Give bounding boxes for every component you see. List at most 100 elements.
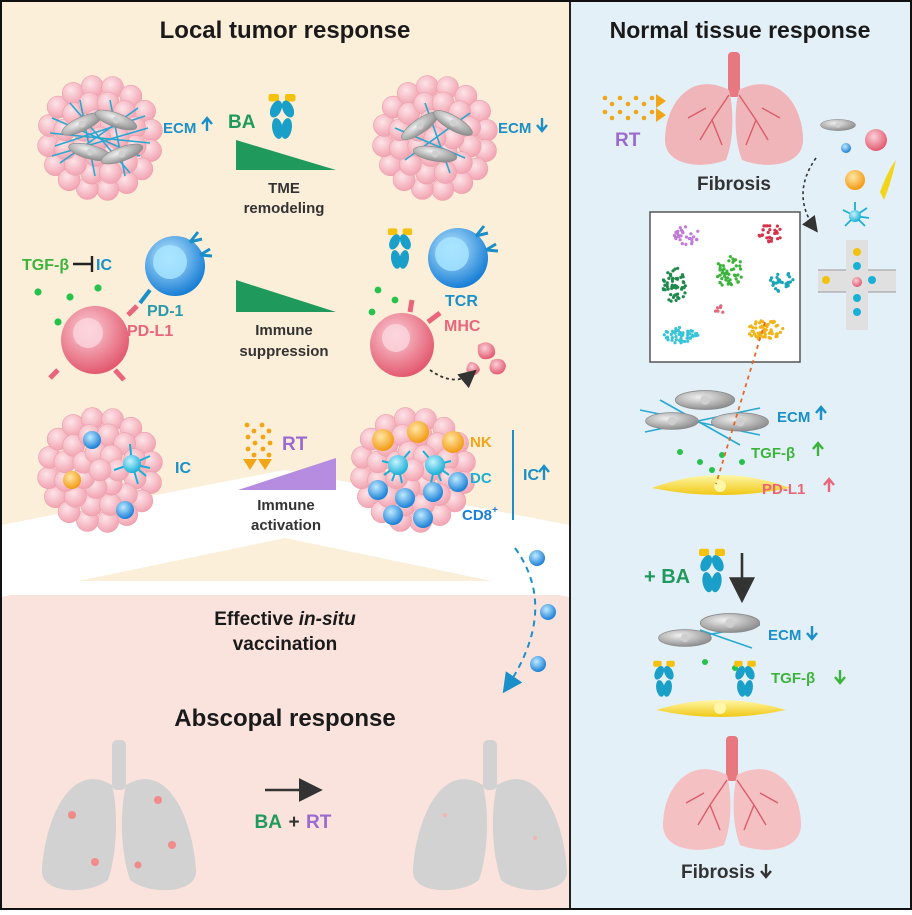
cluster-point bbox=[762, 224, 766, 228]
rt-right-label: RT bbox=[615, 130, 641, 151]
cluster-point bbox=[676, 285, 680, 289]
fibrotic-lung-icon bbox=[665, 52, 803, 165]
cluster-point bbox=[776, 278, 780, 282]
cluster-point bbox=[728, 255, 732, 259]
cluster-point bbox=[677, 332, 682, 336]
cluster-point bbox=[768, 228, 772, 232]
cluster-point bbox=[684, 235, 689, 239]
cluster-point bbox=[773, 228, 777, 232]
cluster-point bbox=[678, 325, 682, 330]
lung-cleared-icon bbox=[412, 740, 568, 891]
cluster-point bbox=[791, 278, 795, 282]
cluster-point bbox=[673, 329, 678, 333]
cluster-point bbox=[677, 296, 681, 300]
plus-ba-label: + BA bbox=[644, 566, 690, 588]
inhibition-icon bbox=[73, 256, 94, 272]
cluster-point bbox=[750, 329, 754, 333]
cluster-point bbox=[775, 231, 779, 235]
immune-label-row2: Immune bbox=[255, 322, 313, 339]
cluster-point bbox=[780, 280, 784, 285]
cluster-point bbox=[739, 267, 743, 271]
cluster-point bbox=[674, 237, 678, 241]
fibroblasts-ecm-icon bbox=[639, 389, 770, 446]
migrating-cell-2 bbox=[540, 604, 556, 620]
cluster-point bbox=[772, 282, 776, 286]
cluster-point bbox=[681, 280, 685, 284]
cluster-point bbox=[726, 276, 730, 280]
immune-label-row3: Immune bbox=[257, 497, 315, 514]
cluster-point bbox=[769, 320, 773, 324]
arrow-down-icon-3 bbox=[834, 670, 846, 685]
cluster-point bbox=[666, 287, 670, 291]
cluster-point bbox=[684, 242, 688, 246]
cluster-point bbox=[718, 263, 722, 267]
cluster-point bbox=[692, 235, 696, 239]
ic-label-row2: IC bbox=[96, 257, 112, 274]
cluster-point bbox=[766, 230, 770, 235]
cluster-point bbox=[672, 294, 676, 298]
epithelial-nucleus-2 bbox=[714, 702, 726, 714]
cluster-point bbox=[781, 327, 785, 331]
cluster-point bbox=[773, 231, 777, 236]
cluster-point bbox=[720, 271, 724, 275]
lung-metastases-icon bbox=[41, 740, 197, 891]
abscopal-title: Abscopal response bbox=[174, 705, 395, 732]
cluster-point bbox=[666, 271, 670, 275]
cluster-point bbox=[763, 330, 767, 334]
pd1-receptor-icon bbox=[138, 288, 152, 305]
arrow-up-icon-2 bbox=[538, 464, 550, 480]
cluster-point bbox=[678, 226, 682, 230]
nk-label: NK bbox=[470, 434, 492, 451]
cluster-point bbox=[770, 236, 774, 241]
migrating-cell-1 bbox=[529, 550, 545, 566]
cluster-point bbox=[720, 277, 724, 281]
cluster-point bbox=[696, 229, 700, 233]
cluster-point bbox=[734, 264, 738, 268]
cluster-point bbox=[716, 275, 720, 279]
cluster-point bbox=[788, 275, 792, 279]
cluster-point bbox=[684, 225, 688, 229]
epithelial-cell-icon bbox=[865, 129, 887, 151]
cluster-point bbox=[736, 273, 740, 277]
migration-arrow bbox=[502, 547, 537, 694]
cluster-point bbox=[665, 283, 669, 287]
cd8-label: CD8+ bbox=[462, 505, 498, 524]
cluster-point bbox=[673, 267, 677, 271]
cluster-point bbox=[674, 338, 679, 342]
flow-channel-icon bbox=[818, 240, 896, 330]
cluster-point bbox=[674, 298, 678, 302]
cluster-point bbox=[666, 338, 670, 342]
cluster-point bbox=[757, 334, 761, 338]
cluster-point bbox=[767, 240, 771, 244]
ecm-up-right-label: ECM bbox=[777, 409, 810, 426]
suppression-label: suppression bbox=[239, 343, 328, 360]
cluster-point bbox=[680, 242, 684, 246]
arrow-up-icon-4 bbox=[812, 441, 824, 456]
cluster-point bbox=[661, 287, 665, 291]
cluster-point bbox=[775, 275, 779, 280]
remodeling-label: remodeling bbox=[244, 200, 325, 217]
cluster-point bbox=[687, 237, 691, 241]
cluster-point bbox=[729, 268, 734, 272]
cluster-point bbox=[686, 339, 690, 343]
tumor-hot-icon bbox=[350, 407, 476, 533]
cluster-point bbox=[670, 285, 674, 289]
abscopal-plus-label: + bbox=[288, 812, 299, 833]
cluster-point bbox=[752, 332, 757, 336]
tcr-label: TCR bbox=[445, 293, 478, 310]
cluster-point bbox=[754, 326, 758, 330]
killing-arrow bbox=[429, 369, 477, 389]
cluster-point bbox=[768, 278, 773, 282]
arrow-up-icon bbox=[201, 116, 213, 131]
tumor-cell-icon bbox=[48, 304, 139, 382]
tumor-cell-2-icon bbox=[370, 299, 442, 377]
cluster-point bbox=[683, 291, 687, 295]
cluster-point bbox=[689, 329, 693, 333]
cluster-point bbox=[762, 327, 767, 332]
cluster-point bbox=[778, 227, 782, 231]
cluster-point bbox=[687, 332, 692, 336]
rt-label-row3: RT bbox=[282, 434, 308, 455]
cluster-point bbox=[768, 224, 772, 228]
cluster-point bbox=[774, 281, 778, 285]
